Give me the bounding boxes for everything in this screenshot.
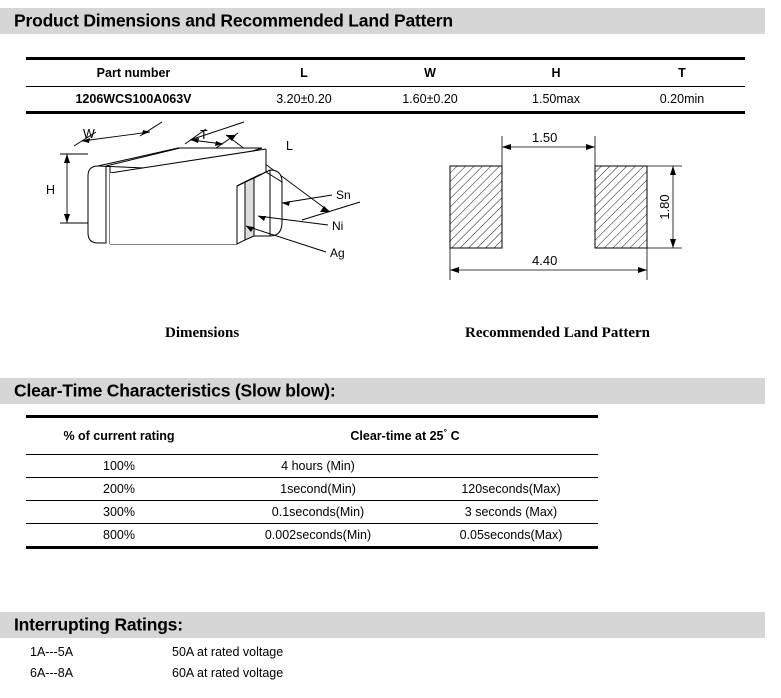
- cell-clear-time-max: 120seconds(Max): [424, 477, 598, 501]
- section-title-interrupting-ratings: Interrupting Ratings:: [14, 614, 183, 635]
- interrupting-range: 6A---8A: [30, 666, 74, 680]
- dimension-label-w: W: [83, 127, 95, 141]
- cell-percent: 100%: [26, 454, 212, 478]
- column-header-t: T: [619, 57, 745, 87]
- section-header-clear-time: Clear-Time Characteristics (Slow blow):: [0, 378, 765, 404]
- caption-land-pattern: Recommended Land Pattern: [465, 325, 650, 341]
- table-row: 200% 1second(Min) 120seconds(Max): [26, 477, 598, 501]
- callout-label-sn: Sn: [336, 188, 351, 202]
- section-title-product-dimensions: Product Dimensions and Recommended Land …: [14, 10, 453, 31]
- cell-clear-time-min: 1second(Min): [212, 477, 424, 501]
- cell-clear-time-max: 0.05seconds(Max): [424, 523, 598, 549]
- component-isometric-drawing: W H T L Sn Ni Ag: [46, 121, 361, 260]
- cell-clear-time-max: [424, 454, 598, 478]
- cell-length: 3.20±0.20: [241, 86, 367, 114]
- column-header-h: H: [493, 57, 619, 87]
- callout-label-ag: Ag: [330, 246, 345, 260]
- land-dimension-overall: 4.40: [532, 253, 557, 268]
- cell-clear-time-min: 4 hours (Min): [212, 454, 424, 478]
- callout-label-ni: Ni: [332, 219, 343, 233]
- cell-clear-time-min: 0.002seconds(Min): [212, 523, 424, 549]
- cell-clear-time-min: 0.1seconds(Min): [212, 500, 424, 524]
- table-header-row: % of current rating Clear-time at 25° C: [26, 415, 598, 455]
- land-dimension-gap: 1.50: [532, 130, 557, 145]
- interrupting-range: 1A---5A: [30, 645, 74, 659]
- table-row: 300% 0.1seconds(Min) 3 seconds (Max): [26, 500, 598, 524]
- land-pattern-drawing: 1.50 1.80 4.40: [449, 130, 682, 280]
- column-header-l: L: [241, 57, 367, 87]
- degree-symbol: °: [443, 426, 448, 437]
- land-dimension-pad-height: 1.80: [657, 194, 672, 219]
- product-dimensions-table: Part number L W H T 1206WCS100A063V 3.20…: [26, 57, 745, 114]
- table-row: 100% 4 hours (Min): [26, 454, 598, 478]
- section-title-clear-time: Clear-Time Characteristics (Slow blow):: [14, 380, 336, 401]
- column-header-clear-time: Clear-time at 25° C: [212, 415, 598, 455]
- cell-termination: 0.20min: [619, 86, 745, 114]
- cell-percent: 300%: [26, 500, 212, 524]
- cell-percent: 200%: [26, 477, 212, 501]
- column-header-w: W: [367, 57, 493, 87]
- column-header-part-number: Part number: [26, 57, 241, 87]
- cell-height: 1.50max: [493, 86, 619, 114]
- drawings-area: W H T L Sn Ni Ag Dimensions: [0, 118, 781, 363]
- interrupting-value: 50A at rated voltage: [172, 645, 284, 659]
- clear-time-header-suffix: C: [447, 429, 460, 443]
- table-row: 800% 0.002seconds(Min) 0.05seconds(Max): [26, 523, 598, 549]
- cell-clear-time-max: 3 seconds (Max): [424, 500, 598, 524]
- dimension-label-h: H: [46, 183, 55, 197]
- interrupting-value: 60A at rated voltage: [172, 666, 284, 680]
- section-header-interrupting-ratings: Interrupting Ratings:: [0, 612, 765, 638]
- column-header-percent-current-rating: % of current rating: [26, 415, 212, 455]
- table-row: 1206WCS100A063V 3.20±0.20 1.60±0.20 1.50…: [26, 86, 745, 114]
- list-item: 6A---8A 60A at rated voltage: [0, 666, 781, 687]
- interrupting-ratings-list: 1A---5A 50A at rated voltage 6A---8A 60A…: [0, 645, 781, 687]
- list-item: 1A---5A 50A at rated voltage: [0, 645, 781, 666]
- caption-dimensions: Dimensions: [165, 325, 240, 341]
- cell-part-number: 1206WCS100A063V: [26, 86, 241, 114]
- section-header-product-dimensions: Product Dimensions and Recommended Land …: [0, 8, 765, 34]
- cell-percent: 800%: [26, 523, 212, 549]
- clear-time-table: % of current rating Clear-time at 25° C …: [26, 415, 598, 549]
- dimension-label-t: T: [200, 128, 208, 142]
- clear-time-table-body: 100% 4 hours (Min) 200% 1second(Min) 120…: [26, 454, 598, 549]
- dimension-label-l: L: [286, 139, 293, 153]
- clear-time-header-prefix: Clear-time at 25: [350, 429, 444, 443]
- table-header-row: Part number L W H T: [26, 57, 745, 87]
- cell-width: 1.60±0.20: [367, 86, 493, 114]
